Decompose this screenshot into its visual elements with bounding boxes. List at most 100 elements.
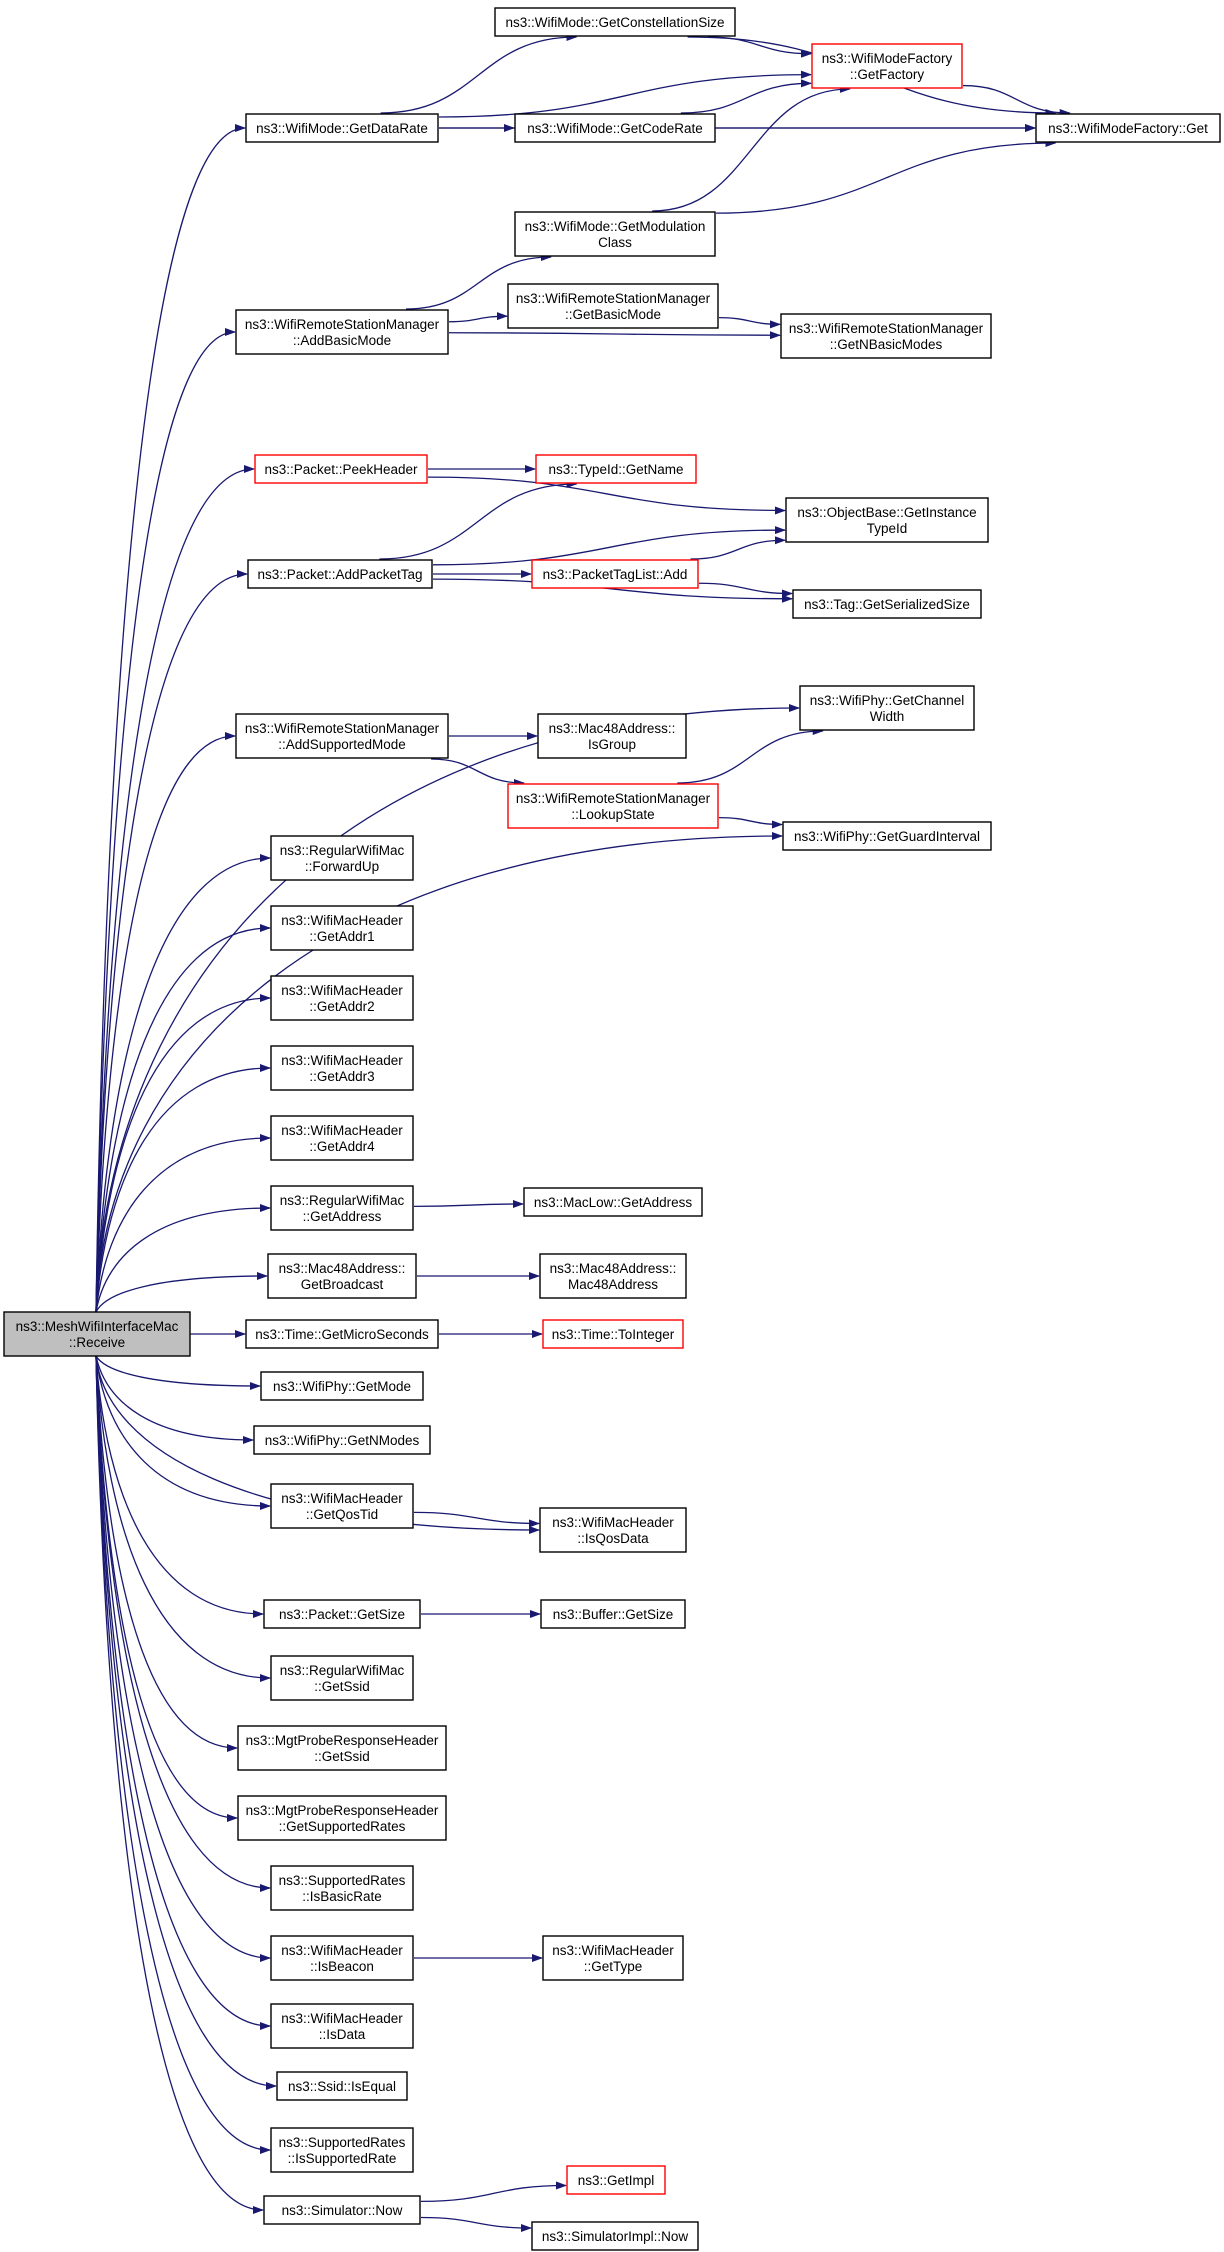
- node-label: Width: [870, 709, 905, 724]
- node-label: ns3::Mac48Address::: [550, 1261, 677, 1276]
- node-box: [539, 1507, 687, 1553]
- node-IsBasicRate[interactable]: ns3::SupportedRates::IsBasicRate: [270, 1865, 414, 1911]
- node-box: [270, 1115, 414, 1161]
- node-IsData[interactable]: ns3::WifiMacHeader::IsData: [270, 2003, 414, 2049]
- node-GetAddr2[interactable]: ns3::WifiMacHeader::GetAddr2: [270, 975, 414, 1021]
- node-label: ::GetAddr3: [309, 1069, 374, 1084]
- node-SimulatorNow[interactable]: ns3::Simulator::Now: [263, 2195, 421, 2225]
- node-RegGetSsid[interactable]: ns3::RegularWifiMac::GetSsid: [270, 1655, 414, 1701]
- node-label: ns3::WifiPhy::GetGuardInterval: [794, 829, 980, 844]
- edge-root-to-IsQosData: [95, 1355, 540, 1534]
- node-AddSupportedMode[interactable]: ns3::WifiRemoteStationManager::AddSuppor…: [235, 713, 449, 759]
- node-label: ::GetBasicMode: [565, 307, 661, 322]
- node-box: [566, 2165, 666, 2195]
- node-label: GetBroadcast: [301, 1277, 384, 1292]
- node-GetAddr3[interactable]: ns3::WifiMacHeader::GetAddr3: [270, 1045, 414, 1091]
- node-box: [235, 713, 449, 759]
- node-GetDataRate[interactable]: ns3::WifiMode::GetDataRate: [245, 113, 439, 143]
- node-GetGuardInterval[interactable]: ns3::WifiPhy::GetGuardInterval: [782, 821, 992, 851]
- node-LookupState[interactable]: ns3::WifiRemoteStationManager::LookupSta…: [507, 783, 719, 829]
- node-PeekHeader[interactable]: ns3::Packet::PeekHeader: [254, 454, 428, 484]
- node-label: ns3::WifiMode::GetDataRate: [256, 121, 428, 136]
- node-Mac48Address[interactable]: ns3::Mac48Address::Mac48Address: [539, 1253, 687, 1299]
- node-GetConstellationSize[interactable]: ns3::WifiMode::GetConstellationSize: [494, 7, 736, 37]
- node-label: ns3::WifiMode::GetModulation: [525, 219, 706, 234]
- node-root[interactable]: ns3::MeshWifiInterfaceMac::Receive: [3, 1311, 191, 1357]
- node-MgtGetSsid[interactable]: ns3::MgtProbeResponseHeader::GetSsid: [237, 1725, 447, 1771]
- edge-root-to-PeekHeader: [95, 465, 255, 1313]
- node-ToInteger[interactable]: ns3::Time::ToInteger: [542, 1319, 684, 1349]
- node-MgtGetSupportedRates[interactable]: ns3::MgtProbeResponseHeader::GetSupporte…: [237, 1795, 447, 1841]
- node-box: [507, 283, 719, 329]
- edge-GetQosTid-to-IsQosData: [413, 1511, 540, 1528]
- node-GetQosTid[interactable]: ns3::WifiMacHeader::GetQosTid: [270, 1483, 414, 1529]
- node-box: [537, 713, 687, 759]
- node-label: ns3::WifiMacHeader: [281, 983, 403, 998]
- edge-root-to-PacketGetSize: [95, 1355, 264, 1618]
- node-box: [270, 1655, 414, 1701]
- node-AddPacketTag[interactable]: ns3::Packet::AddPacketTag: [247, 559, 433, 589]
- node-box: [270, 1045, 414, 1091]
- edge-LookupState-to-GetChannelWidth: [677, 727, 824, 784]
- edge-GetModulationClass-to-GetFactory: [652, 85, 851, 212]
- node-label: ns3::Packet::GetSize: [279, 1607, 405, 1622]
- node-IsBeacon[interactable]: ns3::WifiMacHeader::IsBeacon: [270, 1935, 414, 1981]
- node-ForwardUp[interactable]: ns3::RegularWifiMac::ForwardUp: [270, 835, 414, 881]
- node-TypeIdGetName[interactable]: ns3::TypeId::GetName: [535, 454, 697, 484]
- node-GetMicroSeconds[interactable]: ns3::Time::GetMicroSeconds: [245, 1319, 439, 1349]
- node-IsQosData[interactable]: ns3::WifiMacHeader::IsQosData: [539, 1507, 687, 1553]
- node-RegGetAddress[interactable]: ns3::RegularWifiMac::GetAddress: [270, 1185, 414, 1231]
- node-GetAddr4[interactable]: ns3::WifiMacHeader::GetAddr4: [270, 1115, 414, 1161]
- node-MacLowGetAddress[interactable]: ns3::MacLow::GetAddress: [523, 1187, 703, 1217]
- node-AddBasicMode[interactable]: ns3::WifiRemoteStationManager::AddBasicM…: [235, 309, 449, 355]
- edge-root-to-GetAddr2: [95, 994, 271, 1313]
- node-GetNBasicModes[interactable]: ns3::WifiRemoteStationManager::GetNBasic…: [780, 313, 992, 359]
- edge-root-to-GetDataRate: [95, 124, 246, 1313]
- node-label: ns3::WifiMacHeader: [281, 1943, 403, 1958]
- edge-root-to-GetGuardInterval: [95, 832, 783, 1313]
- edge-GetModulationClass-to-FactoryGet: [715, 139, 1057, 214]
- node-GetCodeRate[interactable]: ns3::WifiMode::GetCodeRate: [514, 113, 716, 143]
- node-box: [245, 113, 439, 143]
- node-label: ns3::WifiMacHeader: [281, 1491, 403, 1506]
- node-label: ns3::MgtProbeResponseHeader: [246, 1803, 439, 1818]
- node-IsGroup[interactable]: ns3::Mac48Address::IsGroup: [537, 713, 687, 759]
- node-PacketTagListAdd[interactable]: ns3::PacketTagList::Add: [531, 559, 699, 589]
- node-label: ns3::WifiRemoteStationManager: [789, 321, 984, 336]
- node-GetBroadcast[interactable]: ns3::Mac48Address::GetBroadcast: [267, 1253, 417, 1299]
- node-layer: ns3::MeshWifiInterfaceMac::Receivens3::W…: [3, 7, 1221, 2251]
- node-label: ns3::WifiPhy::GetChannel: [810, 693, 965, 708]
- node-BufferGetSize[interactable]: ns3::Buffer::GetSize: [540, 1599, 686, 1629]
- node-GetNModes[interactable]: ns3::WifiPhy::GetNModes: [253, 1425, 431, 1455]
- node-box: [237, 1795, 447, 1841]
- edge-root-to-GetQosTid: [95, 1355, 271, 1510]
- node-GetMode[interactable]: ns3::WifiPhy::GetMode: [260, 1371, 424, 1401]
- node-box: [260, 1371, 424, 1401]
- node-SimulatorImplNow[interactable]: ns3::SimulatorImpl::Now: [531, 2221, 699, 2251]
- node-box: [263, 1599, 421, 1629]
- edge-root-to-ForwardUp: [95, 854, 271, 1313]
- node-GetAddr1[interactable]: ns3::WifiMacHeader::GetAddr1: [270, 905, 414, 951]
- node-label: IsGroup: [588, 737, 636, 752]
- node-box: [270, 905, 414, 951]
- edge-root-to-SsidIsEqual: [95, 1355, 277, 2090]
- node-GetSerializedSize[interactable]: ns3::Tag::GetSerializedSize: [792, 589, 982, 619]
- node-box: [542, 1319, 684, 1349]
- node-FactoryGet[interactable]: ns3::WifiModeFactory::Get: [1035, 113, 1221, 143]
- node-SsidIsEqual[interactable]: ns3::Ssid::IsEqual: [276, 2071, 408, 2101]
- node-IsSupportedRate[interactable]: ns3::SupportedRates::IsSupportedRate: [270, 2127, 414, 2173]
- node-box: [270, 1185, 414, 1231]
- edge-root-to-AddPacketTag: [95, 570, 248, 1313]
- node-label: ns3::Tag::GetSerializedSize: [804, 597, 970, 612]
- node-PacketGetSize[interactable]: ns3::Packet::GetSize: [263, 1599, 421, 1629]
- node-label: Class: [598, 235, 632, 250]
- node-GetImpl[interactable]: ns3::GetImpl: [566, 2165, 666, 2195]
- node-GetBasicMode[interactable]: ns3::WifiRemoteStationManager::GetBasicM…: [507, 283, 719, 329]
- node-label: ns3::MgtProbeResponseHeader: [246, 1733, 439, 1748]
- edge-root-to-IsBasicRate: [95, 1355, 271, 1892]
- node-GetFactory[interactable]: ns3::WifiModeFactory::GetFactory: [811, 43, 963, 89]
- node-GetType[interactable]: ns3::WifiMacHeader::GetType: [542, 1935, 684, 1981]
